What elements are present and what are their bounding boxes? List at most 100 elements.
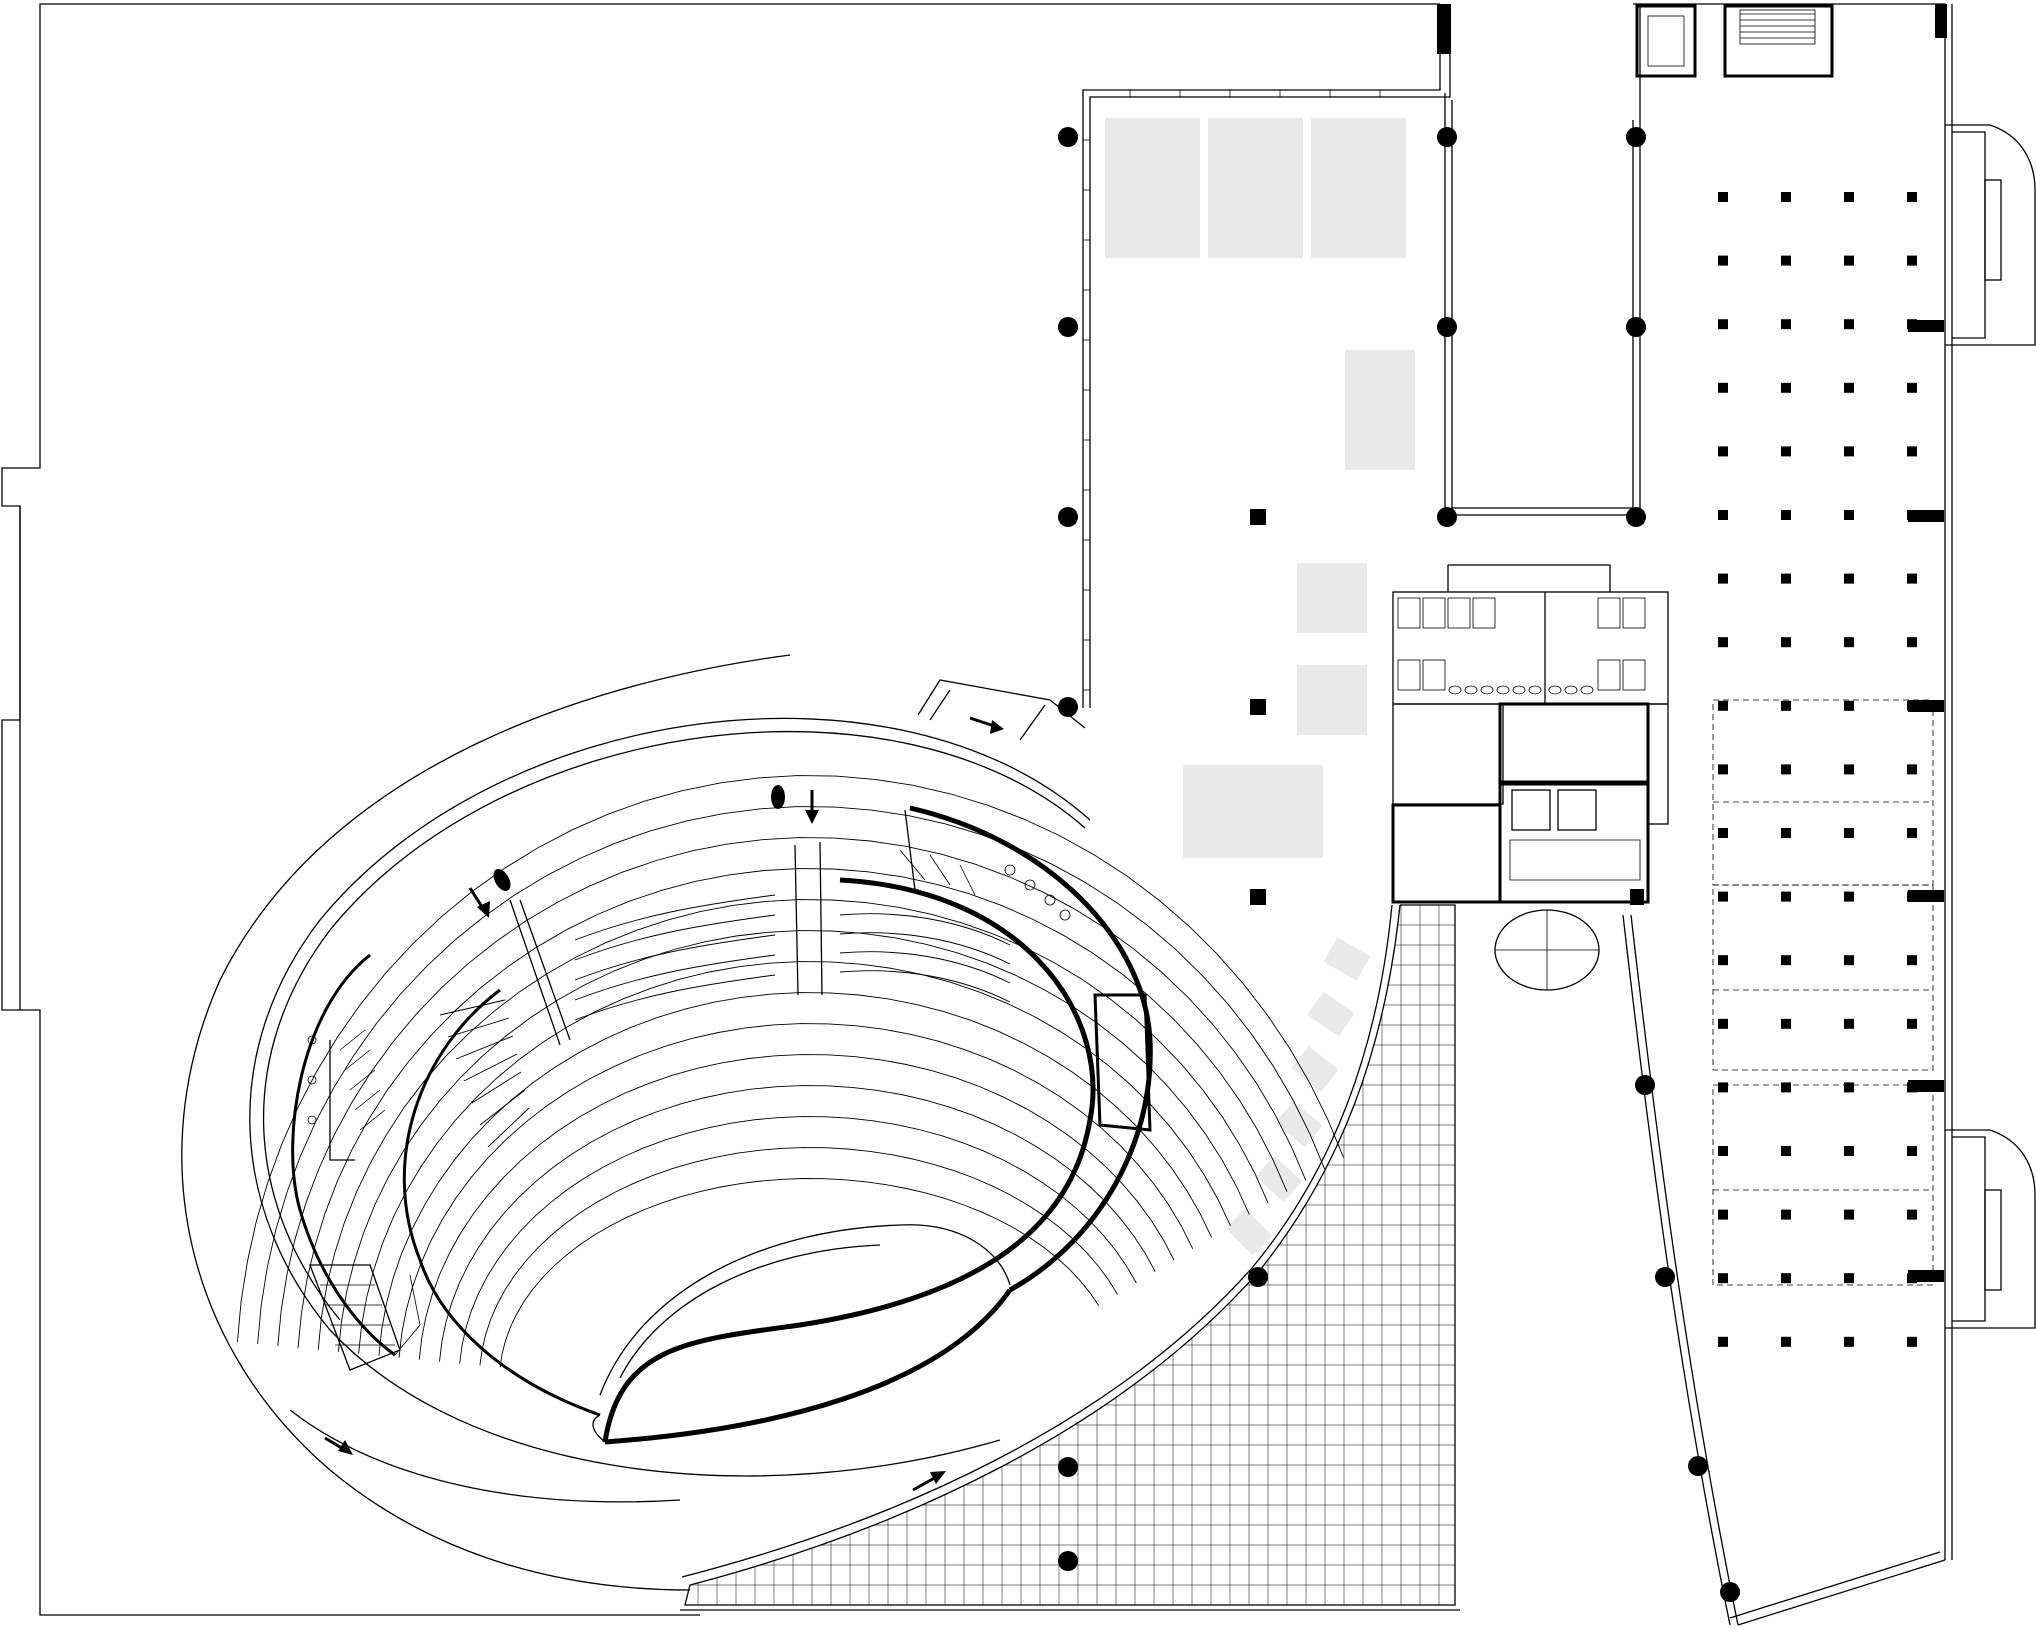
square-column xyxy=(1907,1273,1917,1284)
square-column xyxy=(1781,700,1791,711)
square-column xyxy=(1718,1146,1728,1156)
square-column xyxy=(1844,319,1854,330)
display-stand xyxy=(1183,765,1323,858)
square-column xyxy=(1844,382,1854,393)
seating-area xyxy=(236,775,1344,1368)
display-stand xyxy=(1208,118,1303,258)
square-column xyxy=(1781,1146,1791,1156)
square-column xyxy=(1907,1209,1917,1220)
seat-row xyxy=(471,1071,522,1104)
square-column xyxy=(1781,510,1791,520)
square-column xyxy=(1781,828,1791,838)
square-column xyxy=(1907,319,1917,330)
square-column xyxy=(1907,637,1917,648)
round-column xyxy=(1437,507,1457,527)
round-column xyxy=(1626,317,1646,337)
round-column xyxy=(1058,1551,1078,1571)
hall-block xyxy=(1058,4,1646,905)
square-column xyxy=(1718,764,1728,775)
square-column xyxy=(1718,891,1728,902)
seat-row xyxy=(447,1017,510,1038)
square-column xyxy=(1781,891,1791,902)
square-column xyxy=(1718,828,1728,838)
stair-treads xyxy=(1739,9,1816,45)
square-column xyxy=(1844,828,1854,838)
square-column xyxy=(1250,509,1266,525)
square-column xyxy=(1844,573,1854,584)
square-column xyxy=(1781,1209,1791,1220)
square-column xyxy=(1907,510,1917,520)
square-column xyxy=(1844,1082,1854,1093)
seat-row xyxy=(418,1054,1175,1360)
square-column xyxy=(1250,699,1266,715)
square-column xyxy=(1907,1082,1917,1093)
square-column xyxy=(1844,700,1854,711)
square-column xyxy=(1844,446,1854,457)
elevator-shaft xyxy=(1635,4,1697,78)
square-column xyxy=(1718,192,1728,202)
arrow-lower-right xyxy=(912,1471,946,1492)
round-column xyxy=(1655,1267,1675,1287)
arrow-lower-left xyxy=(324,1436,353,1455)
square-column xyxy=(1844,192,1854,202)
round-column xyxy=(1720,1582,1740,1602)
square-column xyxy=(1718,319,1728,330)
seat-row xyxy=(277,837,1307,1346)
seat-row xyxy=(574,974,776,1021)
cloakroom-left xyxy=(307,1029,386,1161)
square-column xyxy=(1781,1018,1791,1029)
seat-row xyxy=(463,1053,518,1082)
round-column xyxy=(1626,127,1646,147)
square-column xyxy=(1844,1273,1854,1284)
kiosk xyxy=(1255,1155,1303,1203)
seat-row xyxy=(839,951,1011,984)
stair-core xyxy=(1723,4,1834,78)
seat-row xyxy=(378,992,1213,1356)
square-column xyxy=(1718,955,1728,966)
square-column xyxy=(1907,382,1917,393)
seat-row xyxy=(499,1178,1100,1368)
square-column xyxy=(1907,573,1917,584)
seat-row xyxy=(487,1107,530,1148)
square-column xyxy=(1718,1336,1728,1347)
square-column xyxy=(1718,446,1728,457)
seat-row xyxy=(574,894,776,941)
square-column xyxy=(1844,1018,1854,1029)
elevator xyxy=(1557,789,1597,831)
square-column xyxy=(1844,255,1854,266)
square-column xyxy=(1781,319,1791,330)
toilet-stalls xyxy=(1397,597,1646,691)
square-column xyxy=(1718,1209,1728,1220)
seat-row xyxy=(839,913,1011,946)
stair-rail xyxy=(1984,1189,2002,1291)
round-column xyxy=(1688,1456,1708,1476)
square-column xyxy=(1250,889,1266,905)
square-column xyxy=(1718,637,1728,648)
square-column xyxy=(1844,1209,1854,1220)
round-column xyxy=(1058,127,1078,147)
square-column xyxy=(1907,700,1917,711)
seat-row xyxy=(459,1116,1137,1364)
square-column xyxy=(1781,382,1791,393)
wash-basins xyxy=(1448,685,1594,695)
round-column xyxy=(1437,127,1457,147)
bollard xyxy=(771,785,785,809)
seat-row xyxy=(439,999,506,1016)
square-column xyxy=(1718,510,1728,520)
square-column xyxy=(1781,1082,1791,1093)
square-column xyxy=(1781,446,1791,457)
bollard xyxy=(493,869,511,891)
square-column xyxy=(1718,573,1728,584)
square-column xyxy=(1844,1146,1854,1156)
arrow-entry-south-2 xyxy=(468,887,490,918)
kiosk xyxy=(1225,1208,1273,1256)
display-stand xyxy=(1311,118,1406,258)
arrow-entry-east xyxy=(969,716,1004,734)
elevator xyxy=(1511,789,1551,831)
service-core xyxy=(1391,564,1669,991)
arrow-entry-south-1 xyxy=(805,790,819,824)
round-column xyxy=(1058,507,1078,527)
square-column xyxy=(1907,1146,1917,1156)
round-column xyxy=(1626,507,1646,527)
